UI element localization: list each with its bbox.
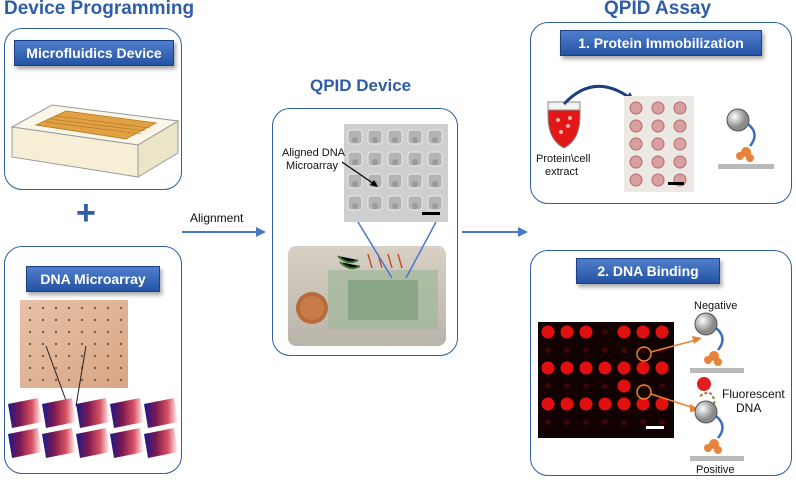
immobilization-array-photo	[624, 96, 694, 192]
fluorescence-scan-photo	[538, 322, 674, 438]
protein-immobilization-tag: 1. Protein Immobilization	[560, 30, 762, 56]
plus-sign: +	[76, 194, 96, 232]
qpid-device-photo	[288, 246, 446, 346]
binding-callouts	[636, 336, 702, 412]
dna-microarray-tag: DNA Microarray	[26, 266, 160, 292]
heading-device-programming: Device Programming	[4, 0, 195, 19]
aligned-dna-label-line1: Aligned DNA	[282, 147, 345, 159]
scale-bar-white	[646, 426, 664, 429]
fluorescent-label-line2: DNA	[736, 401, 762, 415]
aligned-dna-label-line2: Microarray	[286, 160, 338, 172]
scale-bar-small	[668, 182, 684, 185]
aligned-dna-pointer	[341, 161, 378, 187]
heading-qpid-device: QPID Device	[310, 76, 412, 95]
negative-label: Negative	[694, 300, 738, 312]
positive-bead-icon	[690, 377, 744, 461]
alignment-arrow	[182, 227, 266, 237]
protein-extract-label-line2: extract	[545, 166, 579, 178]
microfluidics-device-tag: Microfluidics Device	[14, 40, 174, 66]
alignment-label: Alignment	[190, 211, 244, 225]
fluorescent-label-line1: Fluorescent	[722, 387, 785, 401]
heading-qpid-assay: QPID Assay	[604, 0, 712, 19]
positive-label: Positive	[696, 464, 735, 476]
protein-extract-label-line1: Protein\cell	[536, 153, 591, 165]
bead-protein-icon	[718, 108, 774, 169]
scale-bar	[422, 212, 440, 215]
aligned-microarray-photo	[344, 124, 448, 222]
dna-binding-tag: 2. DNA Binding	[576, 258, 720, 284]
zoom-lines	[357, 221, 437, 279]
dna-microarray-illustration	[8, 300, 178, 458]
negative-bead-icon	[690, 312, 744, 373]
protein-tube-icon	[547, 101, 581, 149]
microfluidics-device-illustration	[10, 104, 180, 178]
to-assay-arrow	[462, 227, 528, 237]
